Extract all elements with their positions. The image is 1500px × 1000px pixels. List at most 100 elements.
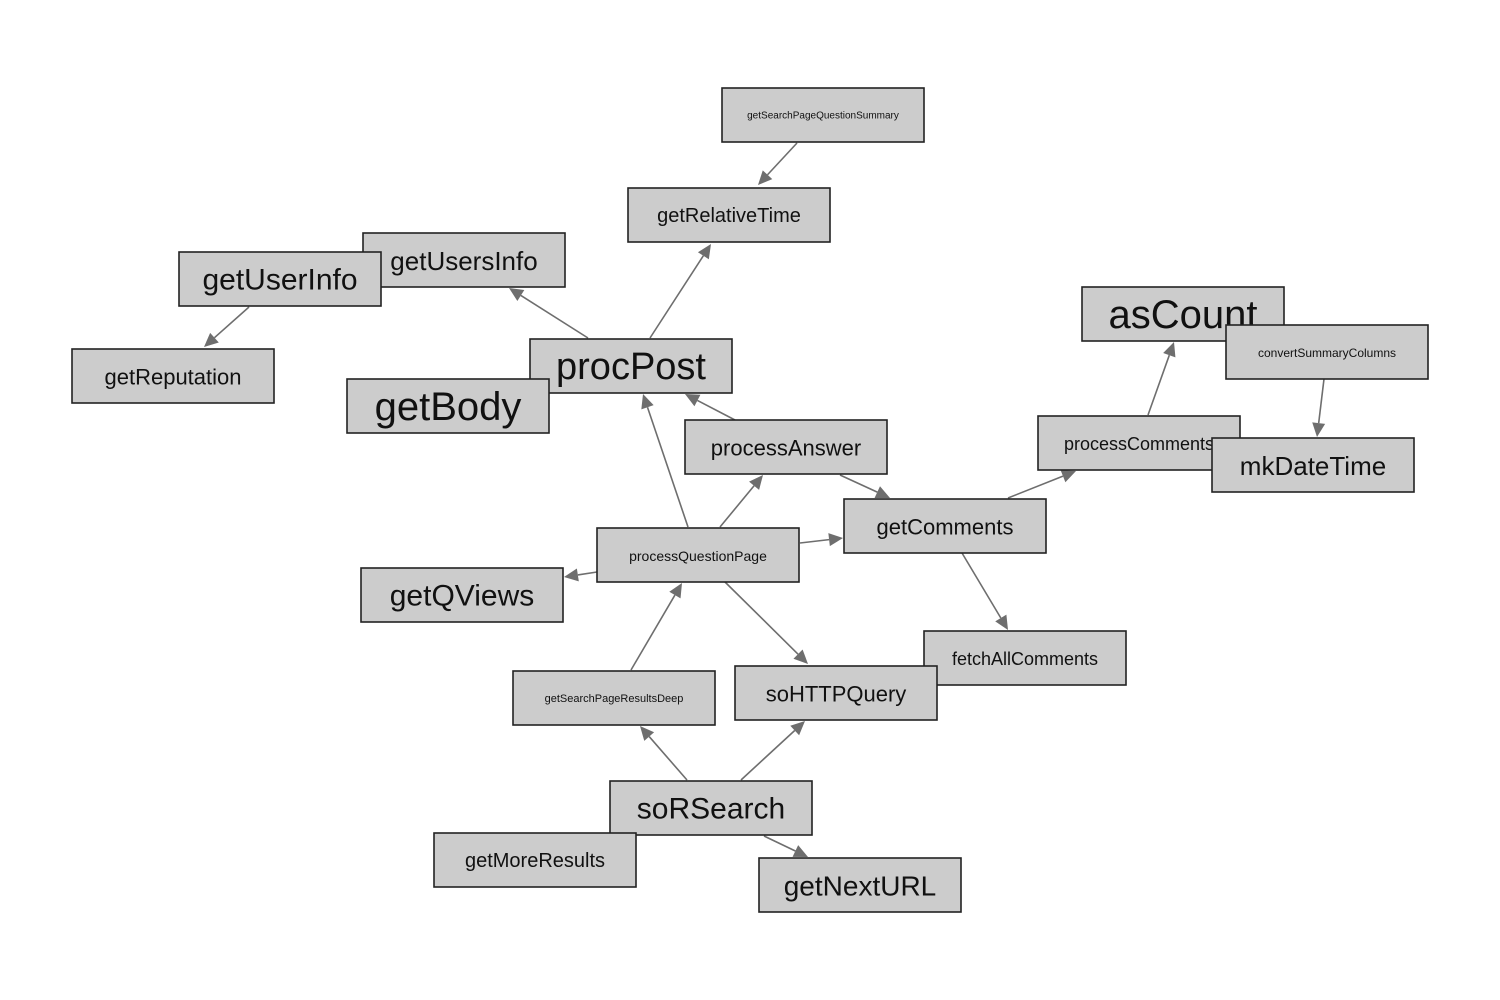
edge-soRSearch-to-soHTTPQuery (740, 721, 805, 781)
edge-line (577, 571, 598, 576)
node-box (1211, 437, 1415, 493)
node-label: getUsersInfo (390, 246, 537, 276)
node-label: fetchAllComments (952, 649, 1098, 669)
node-box (362, 232, 566, 288)
edge-processAnswer-to-getComments (839, 474, 890, 499)
node-getMoreResults[interactable]: getMoreResults (433, 832, 637, 888)
edge-processQuestionPage-to-processAnswer (719, 475, 763, 528)
arrowhead-icon (792, 845, 808, 857)
edge-convertSummaryColumns-to-mkDateTime (1312, 378, 1326, 437)
edge-line (213, 306, 250, 339)
node-box (923, 630, 1127, 686)
edge-line (766, 142, 798, 176)
node-label: procPost (556, 346, 706, 388)
node-label: getNextURL (784, 871, 937, 902)
node-getComments[interactable]: getComments (843, 498, 1047, 554)
node-processComments[interactable]: processComments (1037, 415, 1241, 471)
node-getSearchPageResultsDeep[interactable]: getSearchPageResultsDeep (512, 670, 716, 726)
node-label: getRelativeTime (657, 205, 801, 227)
node-label: getQViews (390, 580, 535, 613)
node-getUserInfo[interactable]: getUserInfo (178, 251, 382, 307)
arrowhead-icon (685, 394, 701, 407)
node-box (843, 498, 1047, 554)
node-convertSummaryColumns[interactable]: convertSummaryColumns (1225, 324, 1429, 380)
node-getReputation[interactable]: getReputation (71, 348, 275, 404)
node-box (512, 670, 716, 726)
edge-processQuestionPage-to-soHTTPQuery (724, 581, 808, 664)
node-box (1081, 286, 1285, 342)
node-soHTTPQuery[interactable]: soHTTPQuery (734, 665, 938, 721)
arrowhead-icon (640, 726, 655, 741)
edge-getComments-to-processComments (1007, 470, 1076, 499)
node-box (1037, 415, 1241, 471)
node-procPost[interactable]: procPost (529, 338, 733, 394)
arrowhead-icon (564, 568, 579, 582)
edge-line (1147, 354, 1171, 416)
edge-getUserInfo-to-getReputation (204, 306, 250, 347)
node-box (609, 780, 813, 836)
edge-getComments-to-fetchAllComments (961, 552, 1008, 630)
edge-line (1317, 378, 1325, 424)
arrowhead-icon (1163, 342, 1176, 358)
arrowhead-icon (793, 649, 808, 664)
node-label: getMoreResults (465, 850, 605, 872)
node-getRelativeTime[interactable]: getRelativeTime (627, 187, 831, 243)
node-box (758, 857, 962, 913)
edge-line (646, 407, 689, 528)
node-mkDateTime[interactable]: mkDateTime (1211, 437, 1415, 493)
edge-line (839, 474, 878, 493)
node-getQViews[interactable]: getQViews (360, 567, 564, 623)
edge-procPost-to-getUsersInfo (509, 288, 589, 339)
node-label: mkDateTime (1240, 451, 1386, 481)
nodes-layer: getSearchPageQuestionSummary getRelativeT… (71, 87, 1429, 913)
edge-processQuestionPage-to-getQViews (564, 568, 598, 582)
node-getBody[interactable]: getBody (346, 378, 550, 434)
node-box (71, 348, 275, 404)
arrowhead-icon (697, 244, 711, 260)
edge-line (648, 736, 688, 781)
node-box (529, 338, 733, 394)
node-box (684, 419, 888, 475)
node-box (721, 87, 925, 143)
node-soRSearch[interactable]: soRSearch (609, 780, 813, 836)
edge-getSearchPageQuestionSummary-to-getRelativeTime (758, 142, 798, 185)
node-box (360, 567, 564, 623)
node-processQuestionPage[interactable]: processQuestionPage (596, 527, 800, 583)
edge-processAnswer-to-procPost (685, 394, 736, 421)
arrowhead-icon (758, 170, 773, 185)
edge-line (697, 399, 736, 421)
node-label: soRSearch (637, 793, 785, 826)
node-label: getComments (877, 515, 1014, 540)
arrowhead-icon (749, 475, 763, 490)
node-fetchAllComments[interactable]: fetchAllComments (923, 630, 1127, 686)
node-label: soHTTPQuery (766, 682, 907, 707)
arrowhead-icon (204, 332, 219, 347)
edge-processQuestionPage-to-procPost (641, 394, 689, 528)
edge-processQuestionPage-to-getComments (799, 533, 843, 547)
node-box (627, 187, 831, 243)
edge-line (649, 255, 705, 339)
node-label: getSearchPageQuestionSummary (747, 111, 899, 122)
node-getNextURL[interactable]: getNextURL (758, 857, 962, 913)
edge-line (740, 729, 796, 781)
node-label: convertSummaryColumns (1258, 346, 1396, 360)
arrowhead-icon (828, 533, 843, 547)
edge-line (961, 552, 1002, 619)
edge-line (763, 835, 796, 852)
arrowhead-icon (641, 394, 654, 410)
edge-soRSearch-to-getNextURL (763, 835, 808, 857)
node-label: processComments (1064, 434, 1214, 454)
edge-line (799, 538, 830, 544)
arrowhead-icon (669, 583, 682, 599)
node-getUsersInfo[interactable]: getUsersInfo (362, 232, 566, 288)
edge-line (719, 485, 755, 528)
node-box (433, 832, 637, 888)
edge-line (724, 581, 799, 655)
edge-procPost-to-getRelativeTime (649, 244, 711, 339)
node-processAnswer[interactable]: processAnswer (684, 419, 888, 475)
node-label: processAnswer (711, 436, 861, 461)
node-asCount[interactable]: asCount (1081, 286, 1285, 342)
edge-getSearchPageResultsDeep-to-processQuestionPage (630, 583, 682, 671)
node-getSearchPageQuestionSummary[interactable]: getSearchPageQuestionSummary (721, 87, 925, 143)
